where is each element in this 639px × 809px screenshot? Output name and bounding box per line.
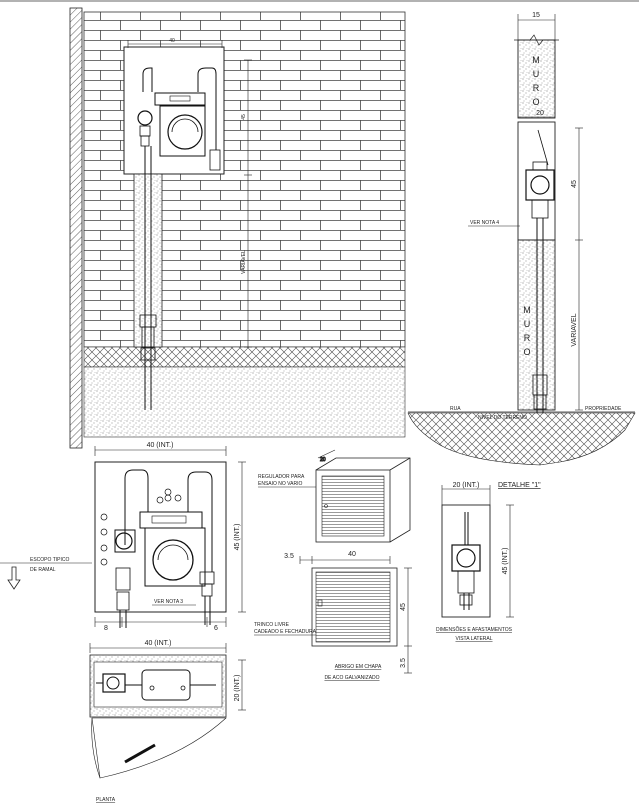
riser-pipe xyxy=(139,146,157,410)
wall-letter: U xyxy=(533,69,540,79)
shelter-note-mid-line1: TRINCO LIVRE xyxy=(254,622,290,628)
niche-width-value: 20 xyxy=(536,110,544,117)
plan-caption: PLANTA xyxy=(96,797,116,803)
shelter-note-mid-line2: CADEADO E FECHADURA xyxy=(254,629,317,635)
shelter-note-mid: TRINCO LIVRE CADEADO E FECHADURA xyxy=(254,622,317,636)
wall-letter: M xyxy=(532,55,540,65)
street-label: RUA xyxy=(450,406,461,412)
elevation-dim-variable: VARIAVEL xyxy=(241,175,252,348)
gravel-bed xyxy=(83,366,406,438)
shelter-caption-line1: ABRIGO EM CHAPA xyxy=(335,664,382,670)
detail-dim-height-value: 45 (INT.) xyxy=(502,548,509,575)
shelter-note-top: REGULADOR PARA ENSAIO NO VARIO xyxy=(258,474,316,488)
shelter-caption-line2: DE ACO GALVANIZADO xyxy=(324,675,379,681)
ground-level-label: NIVEL DO TERRENO xyxy=(478,415,527,421)
front-dim-height-value: 45 (INT.) xyxy=(234,524,241,551)
shelter-dim-width-value: 40 xyxy=(348,551,356,558)
shelter-note-top-line2: ENSAIO NO VARIO xyxy=(258,481,302,487)
pipe-trench xyxy=(133,173,163,348)
shelter-dim-bottom-value: 3.5 xyxy=(400,658,407,668)
shelter-depth-value: 20 xyxy=(320,457,326,463)
detail-dim-height: 45 (INT.) xyxy=(502,504,514,618)
gas-meter xyxy=(137,67,221,171)
plan-dim-height: 20 (INT.) xyxy=(234,659,246,711)
left-wall-hatch xyxy=(69,7,83,449)
plan-dim-height-value: 20 (INT.) xyxy=(234,675,241,702)
detail-title: DETALHE "1" xyxy=(498,482,541,489)
elevation-variable-label: VARIAVEL xyxy=(241,250,247,274)
elevation-dim-width-value: 40 xyxy=(169,38,175,44)
shelter-3d: 20 xyxy=(315,449,411,543)
note-4-tag: VER NOTA 4 xyxy=(468,220,520,227)
wall-elevation: 40 45 VARIAVEL xyxy=(69,7,406,449)
section-variable-dim: VARIAVEL xyxy=(571,240,583,411)
note-3-label: VER NOTA 3 xyxy=(154,599,183,605)
branch-label-group: ESCOPO TIPICO DE RAMAL xyxy=(0,557,92,590)
front-meter xyxy=(100,469,215,628)
plan-equipment xyxy=(96,669,216,701)
wall-letter: O xyxy=(523,347,530,357)
section-niche-height-dim: 45 xyxy=(571,127,583,241)
note-4-label: VER NOTA 4 xyxy=(470,220,499,226)
shelter-front-door xyxy=(315,571,391,643)
property-label: PROPRIEDADE xyxy=(585,406,622,412)
side-section: 15 M U R O 20 45 xyxy=(407,12,636,466)
front-dim-offsets: 8 6 xyxy=(94,617,227,632)
front-dim-left-value: 8 xyxy=(104,625,108,632)
front-dim-width-value: 40 (INT.) xyxy=(147,442,174,449)
shelter-dim-height-value: 45 xyxy=(400,603,407,611)
wall-thickness-value: 15 xyxy=(532,12,540,19)
front-view: 40 (INT.) xyxy=(0,442,246,632)
niche-width-dim: 20 xyxy=(518,110,555,118)
plan-dim-width: 40 (INT.) xyxy=(89,640,227,653)
detail-box xyxy=(441,504,491,618)
down-arrow-icon xyxy=(7,566,21,590)
branch-label-line2: DE RAMAL xyxy=(30,567,56,573)
shelter-front-dims: 3.5 40 xyxy=(284,551,391,564)
meter-niche xyxy=(123,46,225,175)
wall-letter: U xyxy=(524,319,531,329)
wall-label-lower: M U R O xyxy=(523,305,531,357)
wall-letter: O xyxy=(532,97,539,107)
front-box xyxy=(94,461,227,613)
front-dim-right-value: 6 xyxy=(214,625,218,632)
detail-caption-line2: VISTA LATERAL xyxy=(455,636,492,642)
door-leaf xyxy=(124,743,156,764)
wall-letter: M xyxy=(523,305,531,315)
shelter-view: 20 REGULADOR PARA ENSAIO NO VARIO 3.5 40… xyxy=(254,449,412,681)
door-swing xyxy=(91,717,227,779)
wall-thickness-dim: 15 xyxy=(517,12,556,40)
plan-dim-width-value: 40 (INT.) xyxy=(145,640,172,647)
plan-view: 40 (INT.) 20 (INT.) PLANTA xyxy=(89,640,246,803)
detail-caption-line1: DIMENSÕES E AFASTAMENTOS xyxy=(436,626,513,633)
shelter-note-top-line1: REGULADOR PARA xyxy=(258,474,305,480)
note-3-tag: VER NOTA 3 xyxy=(152,599,196,606)
soil-band xyxy=(83,346,406,368)
shelter-dim-left-value: 3.5 xyxy=(284,553,294,560)
detail-dim-width-value: 20 (INT.) xyxy=(453,482,480,489)
section-niche-height-value: 45 xyxy=(571,180,578,188)
elevation-dim-height-value: 45 xyxy=(241,114,247,120)
ground-soil xyxy=(407,412,636,466)
section-variable-label: VARIAVEL xyxy=(571,313,578,346)
front-dim-height: 45 (INT.) xyxy=(234,461,246,613)
wall-letter: R xyxy=(533,83,540,93)
wall-label-upper: M U R O xyxy=(532,55,540,107)
wall-letter: R xyxy=(524,333,531,343)
front-dim-width: 40 (INT.) xyxy=(94,442,227,456)
detail-regulator xyxy=(451,512,481,610)
branch-label-line1: ESCOPO TIPICO xyxy=(30,557,69,563)
shelter-dim-height: 45 3.5 xyxy=(400,567,412,674)
detail-dim-width: 20 (INT.) xyxy=(441,482,491,505)
detail-view: DETALHE "1" 20 (INT.) 45 (INT.) DIMENSÕE… xyxy=(436,482,541,642)
elevation-dim-width: 40 xyxy=(127,38,223,48)
section-regulator xyxy=(525,129,555,240)
